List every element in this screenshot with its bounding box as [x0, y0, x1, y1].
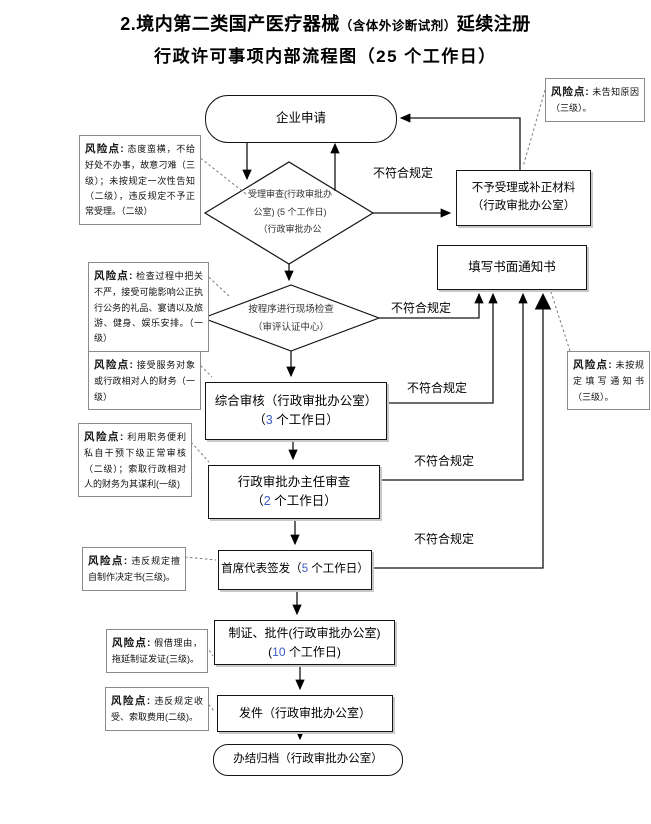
- certify-days: 10: [272, 644, 286, 659]
- reject-line1: 不予受理或补正材料: [471, 182, 576, 195]
- accept-check-line3: （行政审批办公: [258, 224, 322, 235]
- risk-text: 假借理由，拖延制证发证(三级)。: [112, 638, 202, 665]
- accept-check-line2: 公室) (5 个工作日): [253, 206, 327, 217]
- risk-text: 未告知原因（三级）。: [551, 87, 639, 114]
- archive-label: 办结归档（行政审批办公室）: [233, 753, 383, 766]
- risk-label: 风险点:: [84, 431, 124, 443]
- chief-line: 首席代表签发（5 个工作日）: [221, 563, 369, 576]
- risk-box-notice-fill: 风险点: 未按规定填写通知书（三级）。: [567, 351, 650, 410]
- certify-line1: 制证、批件(行政审批办公室): [228, 625, 381, 640]
- label-noncompliant-1: 不符合规定: [373, 166, 434, 180]
- node-review: 综合审核（行政审批办公室） （3 个工作日）: [205, 382, 387, 440]
- risk-label: 风险点:: [573, 359, 613, 371]
- risk-label: 风险点:: [94, 270, 133, 282]
- risk-box-inspection: 风险点: 检查过程中把关不严，接受可能影响公正执行公务的礼品、宴请以及旅游、健身…: [88, 262, 209, 352]
- site-check-line2: （审评认证中心）: [252, 321, 329, 333]
- director-line2: （2 个工作日）: [251, 494, 337, 508]
- dotted-risk-delay-cert: [197, 633, 214, 657]
- node-start: 企业申请: [205, 95, 397, 143]
- node-certify: 制证、批件(行政审批办公室) (10 个工作日): [214, 620, 395, 665]
- node-send: 发件（行政审批办公室）: [217, 695, 393, 732]
- risk-label: 风险点:: [85, 143, 125, 155]
- label-noncompliant-2: 不符合规定: [391, 301, 452, 315]
- chief-days: 5: [301, 563, 309, 576]
- title-main: 2.境内第二类国产医疗器械: [120, 14, 340, 34]
- arrow-review-to-notify: [385, 292, 498, 404]
- risk-label: 风险点:: [111, 695, 151, 707]
- risk-label: 风险点:: [88, 555, 128, 567]
- review-days: 3: [265, 413, 273, 427]
- risk-text: 接受服务对象或行政相对人的财务（一级）: [94, 360, 195, 402]
- risk-box-notice-reason: 风险点: 未告知原因（三级）。: [545, 78, 645, 122]
- node-notify: 填写书面通知书: [437, 245, 587, 290]
- send-label: 发件（行政审批办公室）: [238, 706, 371, 721]
- page-title-line2: 行政许可事项内部流程图（25 个工作日）: [154, 47, 497, 66]
- title-paren: （含体外诊断试剂）: [339, 19, 457, 33]
- title-tail: 延续注册: [456, 14, 531, 34]
- risk-text: 违反规定收受、索取费用(二级)。: [111, 696, 203, 723]
- page-title-line1: 2.境内第二类国产医疗器械（含体外诊断试剂）延续注册: [0, 10, 651, 36]
- site-check-line1: 按程序进行现场检查: [248, 304, 334, 315]
- risk-text: 利用职务便利私自干预下级正常审核（二级）；索取行政相对人的财务为其谋利(一级): [84, 432, 186, 489]
- node-reject: 不予受理或补正材料 （行政审批办公室）: [456, 170, 591, 226]
- risk-text: 违反规定擅自制作决定书(三级)。: [88, 556, 180, 583]
- node-chief-sign: 首席代表签发（5 个工作日）: [218, 550, 372, 590]
- risk-text: 检查过程中把关不严，接受可能影响公正执行公务的礼品、宴请以及旅游、健身、娱乐安排…: [94, 271, 203, 344]
- director-line1: 行政审批办主任审查: [237, 474, 351, 489]
- risk-box-abuse-power: 风险点: 利用职务便利私自干预下级正常审核（二级）；索取行政相对人的财务为其谋利…: [78, 423, 192, 498]
- node-site-check-text: 按程序进行现场检查 （审评认证中心）: [215, 301, 367, 336]
- risk-label: 风险点:: [112, 637, 152, 649]
- node-archive: 办结归档（行政审批办公室）: [213, 744, 403, 776]
- node-start-label: 企业申请: [275, 111, 326, 126]
- accept-check-line1: 受理审查(行政审批办: [248, 189, 332, 199]
- risk-box-accept-property: 风险点: 接受服务对象或行政相对人的财务（一级）: [88, 351, 201, 410]
- review-line1: 综合审核（行政审批办公室）: [214, 393, 378, 408]
- risk-box-unauthorized-decision: 风险点: 违反规定擅自制作决定书(三级)。: [82, 547, 186, 591]
- certify-line2: (10 个工作日): [268, 644, 341, 659]
- review-line2: （3 个工作日）: [253, 413, 339, 427]
- label-noncompliant-5: 不符合规定: [414, 532, 475, 546]
- node-director-review: 行政审批办主任审查 （2 个工作日）: [208, 465, 380, 519]
- arrow-reject-to-start: [399, 113, 521, 170]
- arrow-site-to-notify: [379, 292, 484, 319]
- risk-box-delay-cert: 风险点: 假借理由，拖延制证发证(三级)。: [106, 629, 208, 673]
- reject-line2: （行政审批办公室）: [471, 200, 576, 212]
- risk-text: 未按规定填写通知书（三级）。: [573, 360, 644, 402]
- risk-box-attitude: 风险点: 态度蛮横，不给好处不办事，故意刁难（三级）；未按规定一次性告知（二级）…: [79, 135, 201, 225]
- arrow-director-to-notify: [378, 292, 528, 481]
- risk-label: 风险点:: [551, 86, 590, 98]
- risk-box-illegal-fees: 风险点: 违反规定收受、索取费用(二级)。: [105, 687, 209, 731]
- notify-label: 填写书面通知书: [468, 259, 556, 274]
- risk-label: 风险点:: [94, 359, 134, 371]
- dotted-risk-notice-fill: [550, 291, 571, 352]
- arrow-chief-to-notify: [370, 292, 552, 569]
- risk-text: 态度蛮横，不给好处不办事，故意刁难（三级）；未按规定一次性告知（二级），违反规定…: [85, 144, 195, 217]
- director-days: 2: [263, 494, 271, 508]
- dotted-risk-notice-reason: [522, 89, 546, 168]
- label-noncompliant-3: 不符合规定: [407, 381, 468, 395]
- label-noncompliant-4: 不符合规定: [414, 454, 475, 468]
- node-accept-check-text: 受理审查(行政审批办 公室) (5 个工作日) （行政审批办公: [224, 186, 356, 239]
